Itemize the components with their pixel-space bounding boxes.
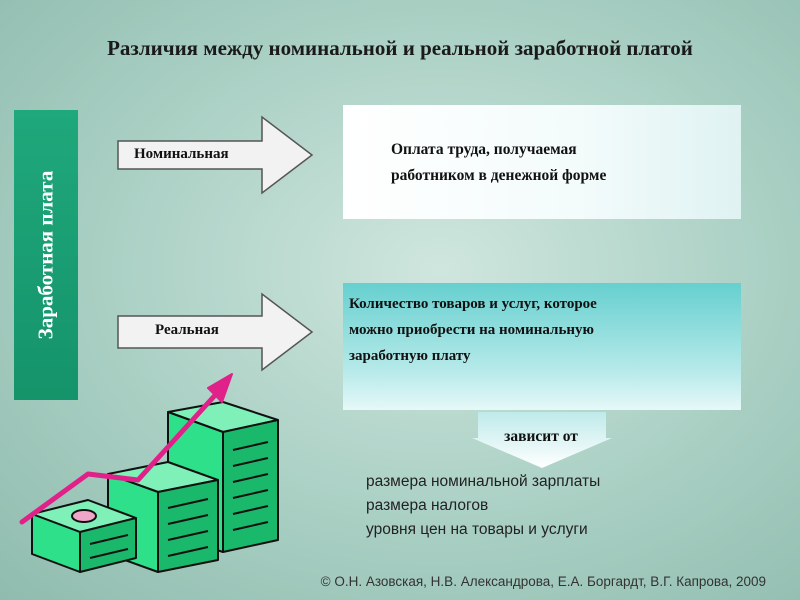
real-arrow-label: Реальная [155,322,219,338]
list-item: размера налогов [352,494,600,518]
nominal-definition-line: работником в денежной форме [391,167,607,184]
real-definition-box: Количество товаров и услуг, которое можн… [343,283,741,410]
real-definition-line: можно приобрести на номинальную [349,322,594,338]
list-item: размера номинальной зарплаты [352,470,600,494]
money-growth-clipart-icon [19,373,279,573]
factors-list: размера номинальной зарплаты размера нал… [352,470,600,542]
nominal-arrow-label: Номинальная [134,146,229,162]
depends-label: зависит от [504,428,578,445]
factor-text: размера налогов [366,497,489,514]
copyright-text: © О.Н. Азовская, Н.В. Александрова, Е.А.… [320,574,766,589]
factor-text: размера номинальной зарплаты [366,473,601,490]
list-item: уровня цен на товары и услуги [352,518,600,542]
nominal-definition-line: Оплата труда, получаемая [391,141,577,158]
page-title: Различия между номинальной и реальной за… [107,36,693,60]
real-arrow [117,292,314,372]
depends-down-arrow [472,412,612,468]
real-definition-line: Количество товаров и услуг, которое [349,296,597,312]
salary-vertical-bar: Заработная плата [14,110,78,400]
nominal-definition-box: Оплата труда, получаемая работником в де… [343,105,741,219]
salary-vertical-label: Заработная плата [33,170,58,340]
factor-text: уровня цен на товары и услуги [366,521,588,538]
real-definition-line: заработную плату [349,348,471,364]
nominal-arrow [117,115,314,195]
